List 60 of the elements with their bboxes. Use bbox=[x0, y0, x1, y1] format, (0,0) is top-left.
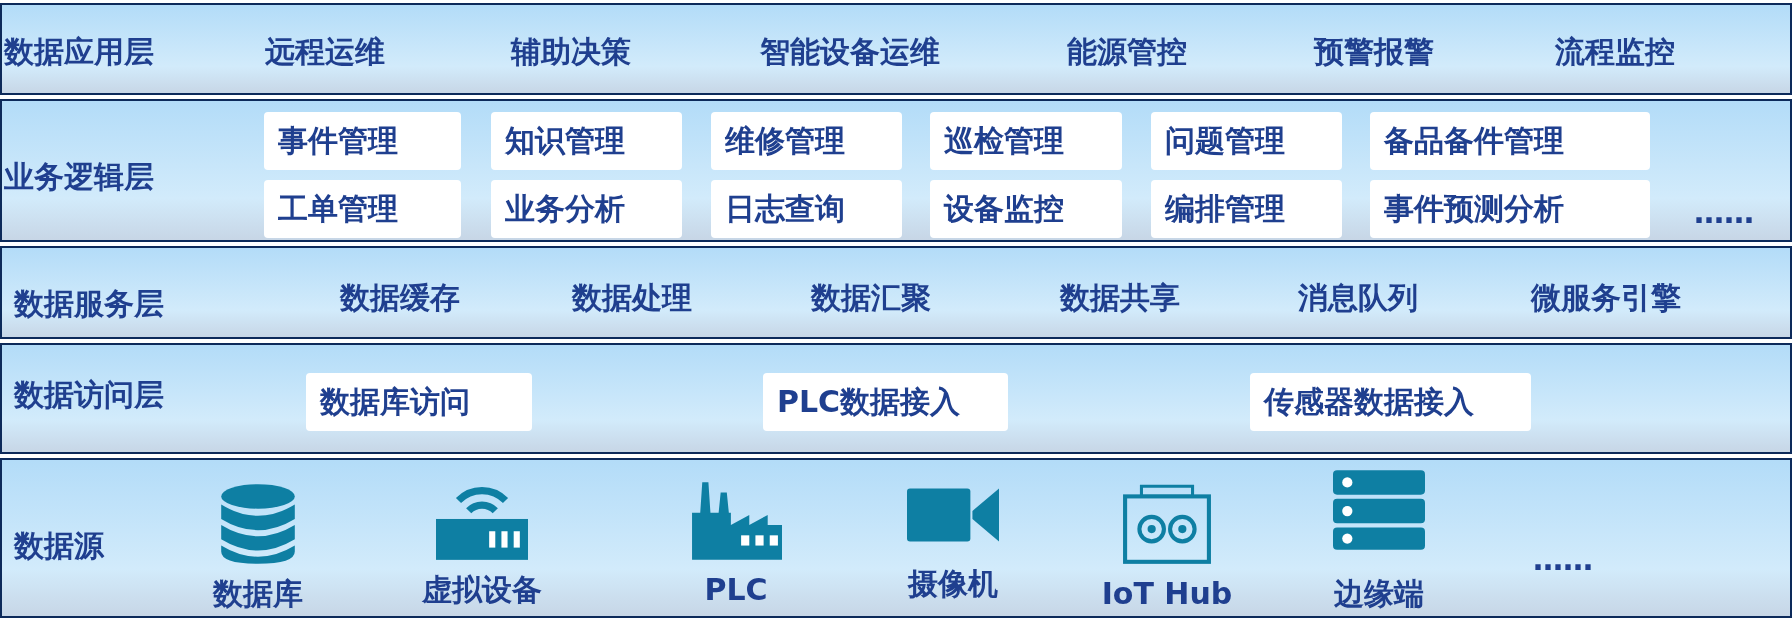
item-label: 虚拟设备 bbox=[422, 572, 542, 608]
item-label: …… bbox=[1533, 542, 1593, 578]
item-label: 边缘端 bbox=[1334, 576, 1424, 612]
module-label: 设备监控 bbox=[944, 191, 1064, 227]
module-label: 维修管理 bbox=[725, 123, 845, 159]
module-label: 数据库访问 bbox=[320, 384, 470, 420]
module-box bbox=[1151, 180, 1342, 238]
module-label: 事件管理 bbox=[278, 123, 398, 159]
item-label: 能源管控 bbox=[1067, 34, 1187, 70]
module-box bbox=[763, 373, 1008, 431]
module-label: 巡检管理 bbox=[944, 123, 1064, 159]
module-box bbox=[264, 180, 461, 238]
module-label: 知识管理 bbox=[505, 123, 625, 159]
module-label: 业务分析 bbox=[505, 191, 625, 227]
module-box bbox=[711, 180, 902, 238]
layer-title: 数据访问层 bbox=[14, 377, 164, 413]
item-label: 远程运维 bbox=[265, 34, 385, 70]
module-label: 事件预测分析 bbox=[1384, 191, 1564, 227]
item-label: 数据共享 bbox=[1060, 280, 1180, 316]
layer-band bbox=[0, 99, 1792, 242]
item-label: PLC bbox=[704, 572, 768, 608]
module-box bbox=[930, 180, 1122, 238]
module-box bbox=[306, 373, 532, 431]
item-label: 微服务引擎 bbox=[1531, 280, 1681, 316]
item-label: 摄像机 bbox=[908, 566, 998, 602]
module-label: 备品备件管理 bbox=[1384, 123, 1564, 159]
module-box bbox=[711, 112, 902, 170]
module-box bbox=[1151, 112, 1342, 170]
layer-band bbox=[0, 458, 1792, 618]
item-label: 预警报警 bbox=[1314, 34, 1434, 70]
item-label: 数据汇聚 bbox=[811, 280, 931, 316]
item-label: 流程监控 bbox=[1555, 34, 1675, 70]
item-label: 数据缓存 bbox=[340, 280, 460, 316]
layer-band bbox=[0, 343, 1792, 454]
module-label: 日志查询 bbox=[725, 191, 845, 227]
module-box bbox=[491, 112, 682, 170]
module-box bbox=[1370, 180, 1650, 238]
layer-title: 数据应用层 bbox=[4, 34, 154, 70]
item-label: …… bbox=[1694, 195, 1754, 231]
module-box bbox=[1370, 112, 1650, 170]
module-box bbox=[930, 112, 1122, 170]
item-label: IoT Hub bbox=[1101, 576, 1233, 612]
layer-band bbox=[0, 246, 1792, 339]
module-box bbox=[491, 180, 682, 238]
module-label: PLC数据接入 bbox=[777, 384, 961, 420]
module-label: 问题管理 bbox=[1165, 123, 1285, 159]
module-box bbox=[264, 112, 461, 170]
module-box bbox=[1250, 373, 1531, 431]
layer-title: 数据源 bbox=[14, 528, 104, 564]
item-label: 智能设备运维 bbox=[760, 34, 940, 70]
layer-title: 业务逻辑层 bbox=[4, 159, 154, 195]
item-label: 数据处理 bbox=[572, 280, 692, 316]
item-label: 数据库 bbox=[213, 576, 303, 612]
item-label: 消息队列 bbox=[1298, 280, 1418, 316]
layer-title: 数据服务层 bbox=[14, 286, 164, 322]
module-label: 工单管理 bbox=[278, 191, 398, 227]
layer-band bbox=[0, 3, 1792, 95]
item-label: 辅助决策 bbox=[511, 34, 631, 70]
module-label: 传感器数据接入 bbox=[1264, 384, 1474, 420]
module-label: 编排管理 bbox=[1165, 191, 1285, 227]
